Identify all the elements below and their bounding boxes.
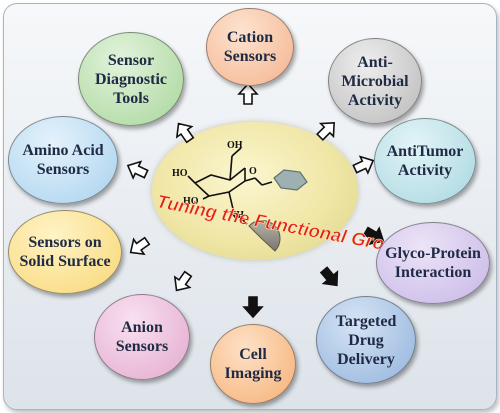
node-label-solid: Sensors on Solid Surface	[19, 234, 111, 270]
node-label-cell: Cell Imaging	[224, 346, 282, 382]
arrow-to-amino-acid	[126, 160, 149, 180]
arrows	[126, 82, 385, 319]
diagram-canvas: OH HO HO O NH Tuning the Functional Grou…	[3, 3, 497, 410]
node-label-amino: Amino Acid Sensors	[22, 142, 104, 178]
glycoside-structure: OH HO HO O NH	[172, 140, 308, 252]
arrow-to-solid-surface	[129, 236, 151, 256]
node-antitumor-activity: AntiTumor Activity	[374, 118, 476, 204]
label-oh: OH	[227, 140, 243, 151]
label-ho-low: HO	[183, 196, 199, 207]
node-label-cation: Cation Sensors	[223, 29, 277, 65]
node-label-sensor-diag: Sensor Diagnostic Tools	[95, 51, 167, 107]
center-hub	[152, 122, 358, 260]
arrow-to-anion	[173, 270, 193, 292]
node-cell-imaging: Cell Imaging	[210, 324, 296, 404]
arrow-to-sensor-diagnostic	[175, 122, 195, 144]
node-label-antitumor: AntiTumor Activity	[386, 143, 464, 179]
arrow-to-cation	[237, 82, 259, 105]
label-ho-mid: HO	[172, 168, 188, 179]
node-label-anion: Anion Sensors	[115, 319, 169, 355]
arrow-to-glyco	[362, 226, 385, 245]
arrow-to-anti-microbial	[316, 122, 335, 141]
node-label-targeted: Targeted Drug Delivery	[335, 312, 397, 368]
label-nh: NH	[229, 210, 244, 221]
label-ring-o: O	[249, 166, 257, 177]
node-targeted-drug-delivery: Targeted Drug Delivery	[316, 296, 416, 384]
hexagon-substituent	[273, 169, 308, 191]
arrow-to-cell	[242, 296, 264, 319]
node-label-anti-microbial: Anti- Microbial Activity	[341, 53, 409, 109]
node-label-glyco: Glyco-Protein Interaction	[385, 245, 481, 281]
wedge-substituent	[248, 220, 281, 252]
node-amino-acid-sensors: Amino Acid Sensors	[8, 116, 118, 204]
arrow-to-antitumor	[352, 155, 375, 175]
arrow-to-targeted	[319, 266, 339, 287]
node-sensor-diagnostic-tools: Sensor Diagnostic Tools	[78, 32, 184, 126]
node-sensors-on-solid-surface: Sensors on Solid Surface	[8, 210, 122, 294]
node-anti-microbial-activity: Anti- Microbial Activity	[328, 38, 422, 124]
node-anion-sensors: Anion Sensors	[94, 294, 190, 380]
node-cation-sensors: Cation Sensors	[206, 8, 294, 86]
node-glyco-protein-interaction: Glyco-Protein Interaction	[376, 222, 490, 304]
